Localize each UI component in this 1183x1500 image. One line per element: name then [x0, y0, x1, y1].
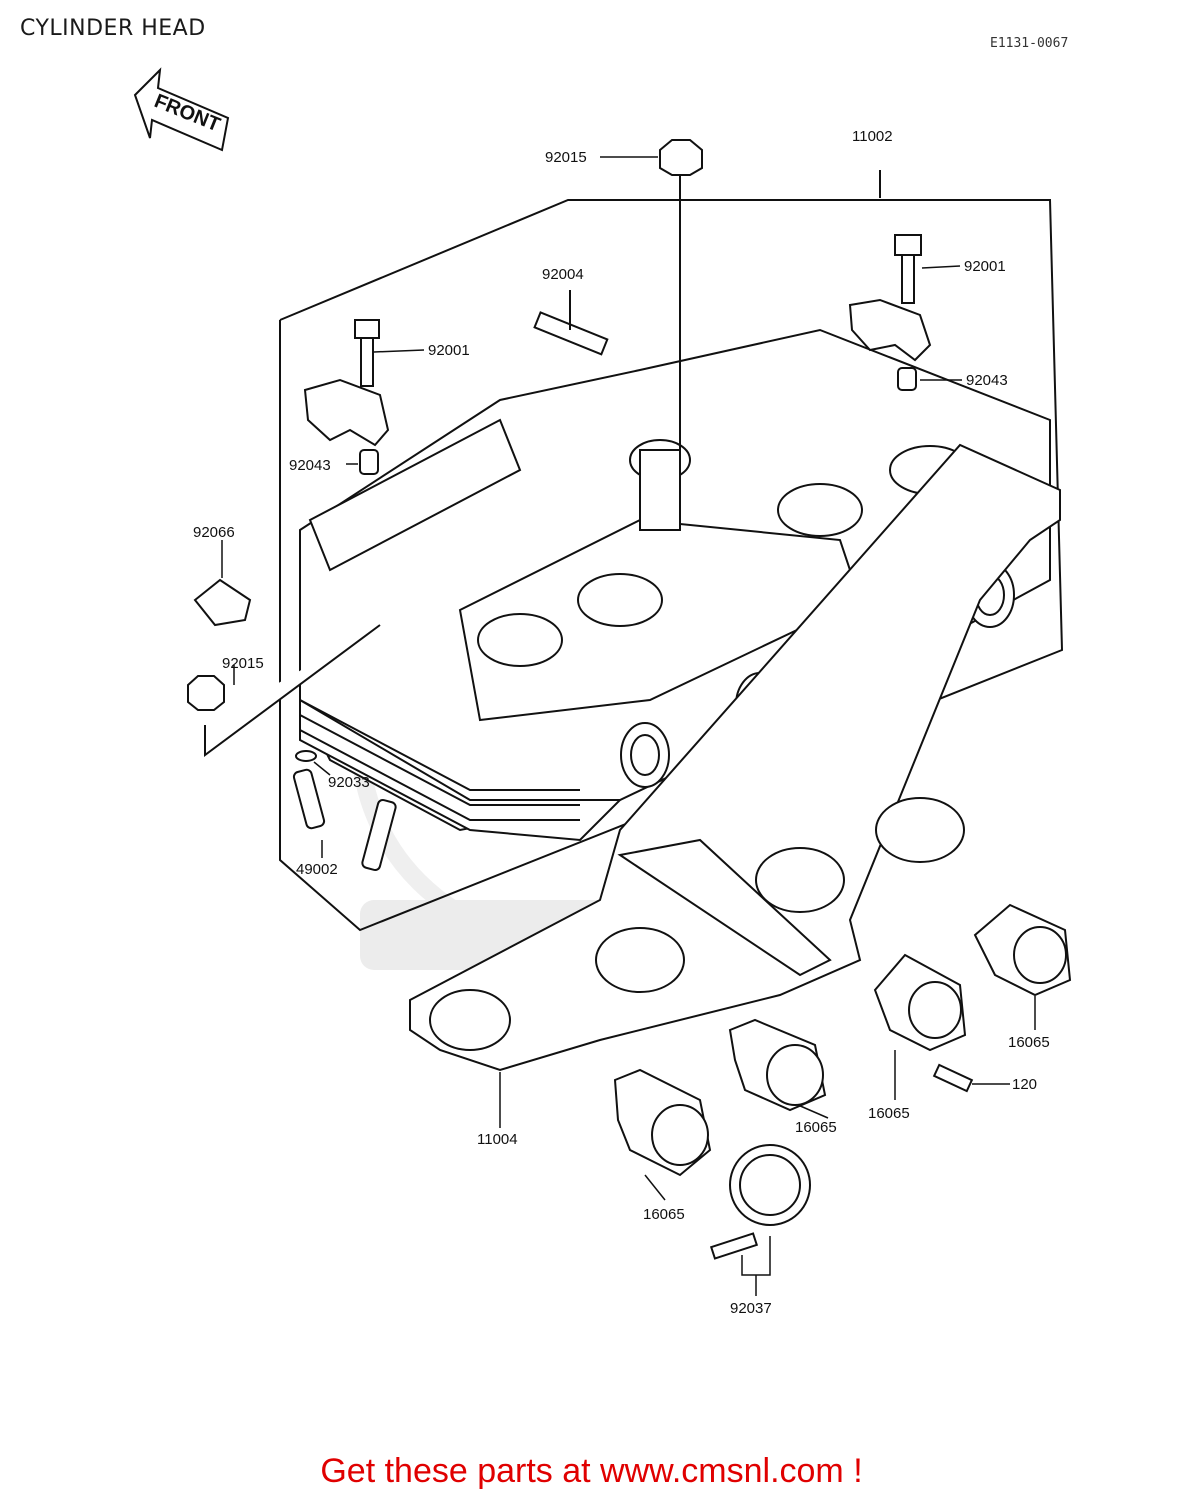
cylinder-head-body [299, 328, 1051, 842]
assembly-outline [279, 170, 1064, 932]
diagram-reference-code: E1131-0067 [990, 36, 1069, 51]
label-92033: 92033 [328, 774, 370, 791]
label-120: 120 [1012, 1076, 1037, 1093]
label-16065-left: 16065 [643, 1206, 685, 1223]
label-92043-right: 92043 [966, 372, 1008, 389]
part-labels: 92015 11002 92004 92001 92001 92043 9204… [193, 128, 1050, 1317]
cap-nut-left [187, 624, 381, 757]
cooling-fins [299, 699, 580, 821]
bolt-right [894, 234, 922, 304]
label-11004: 11004 [477, 1131, 518, 1148]
cap-nut-top [659, 139, 703, 520]
leader-lines [221, 156, 1036, 1296]
label-92015-left: 92015 [222, 655, 264, 672]
label-92066: 92066 [193, 524, 235, 541]
plug-92066 [193, 578, 252, 627]
label-16065-mid-right: 16065 [868, 1105, 910, 1122]
front-arrow-icon: FRONT [133, 67, 230, 152]
buy-parts-link[interactable]: Get these parts at www.cmsnl.com ! [320, 1452, 863, 1490]
label-92004: 92004 [542, 266, 584, 283]
page-title: CYLINDER HEAD [20, 16, 206, 41]
label-92037: 92037 [730, 1300, 772, 1317]
label-16065-right: 16065 [1008, 1034, 1050, 1051]
label-11002: 11002 [852, 128, 893, 145]
label-92043-left: 92043 [289, 457, 331, 474]
valve-guides [292, 750, 397, 872]
label-92015-top: 92015 [545, 149, 587, 166]
label-49002: 49002 [296, 861, 338, 878]
label-92001-right: 92001 [964, 258, 1006, 275]
head-gasket [409, 443, 1061, 1072]
cap-left [303, 378, 390, 475]
label-16065-mid: 16065 [795, 1119, 837, 1136]
exploded-parts-diagram: FRONT [133, 67, 1072, 1317]
stud-bolt [533, 290, 609, 356]
intake-holders [613, 903, 1072, 1177]
bolt-left [354, 319, 380, 387]
hose-clamp [709, 1144, 811, 1260]
cap-right [848, 298, 932, 391]
label-92001-left: 92001 [428, 342, 470, 359]
